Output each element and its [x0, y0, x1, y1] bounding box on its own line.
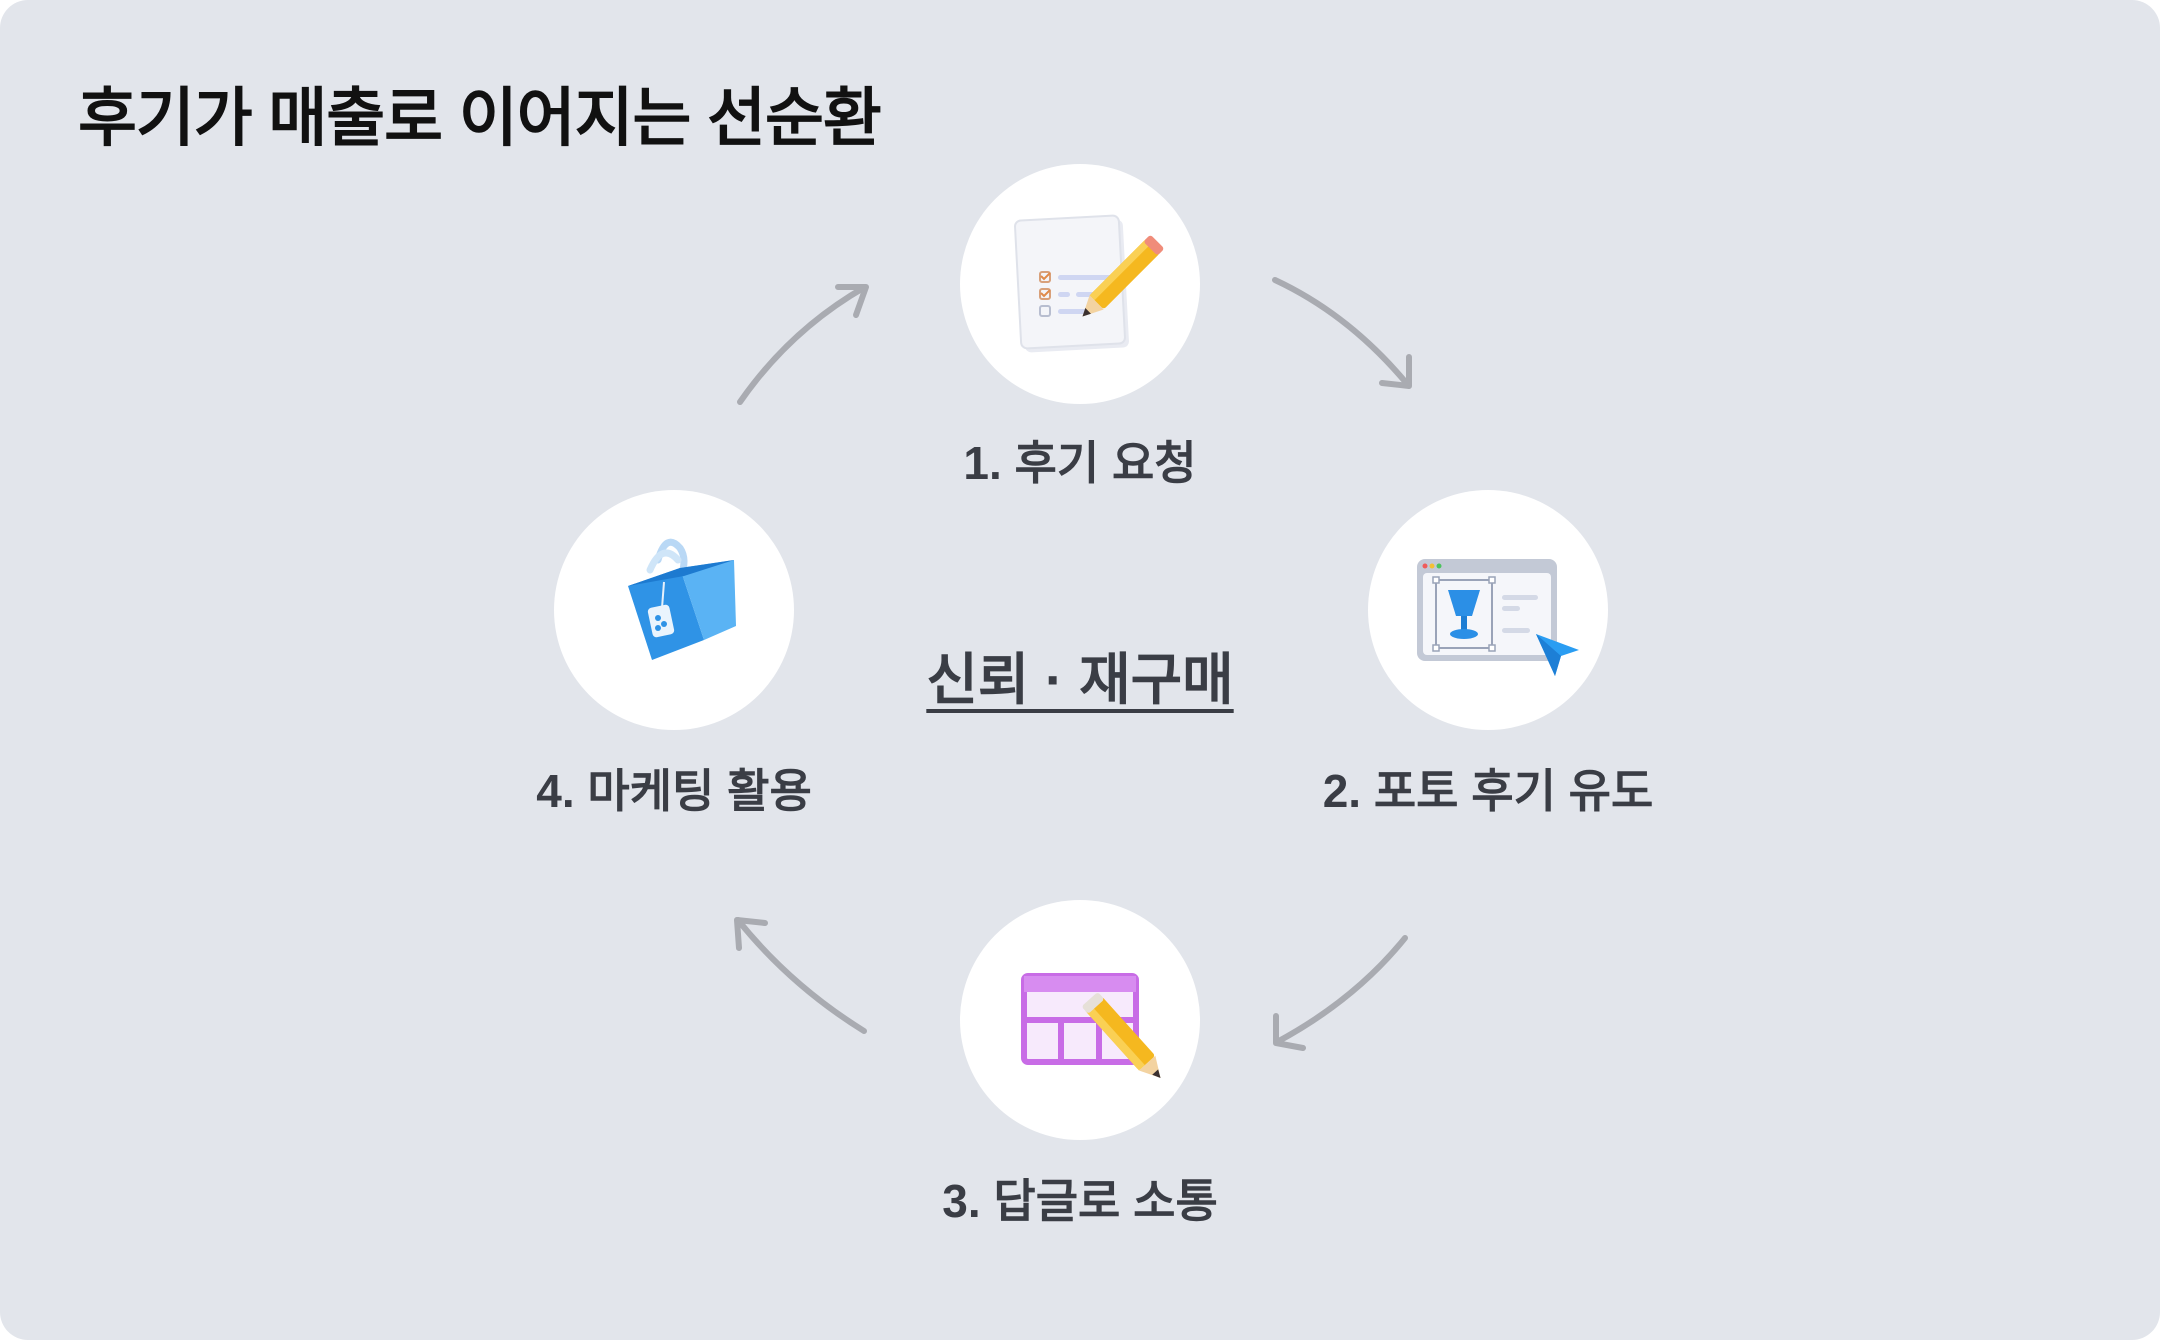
- step3-label: 3. 답글로 소통: [942, 1175, 1218, 1227]
- arrow-step3-to-step4: [735, 917, 867, 1034]
- step3-circle: [960, 900, 1200, 1140]
- step1-circle: [960, 164, 1200, 404]
- checklist-pencil-icon: [1014, 214, 1164, 353]
- arrow-step2-to-step3: [1274, 935, 1408, 1045]
- step1-label: 1. 후기 요청: [963, 437, 1197, 489]
- shopping-bag-icon: [628, 538, 736, 660]
- arrow-step4-to-step1: [737, 284, 868, 405]
- step4-label: 4. 마케팅 활용: [536, 765, 812, 817]
- arrow-head-step1-to-step2: [1379, 354, 1412, 389]
- arrow-head-step4-to-step1: [835, 284, 869, 318]
- arrow-step1-to-step2: [1272, 277, 1411, 388]
- step4-circle: [554, 490, 794, 730]
- photo-editor-cursor-icon: [1417, 559, 1579, 676]
- step2-label: 2. 포토 후기 유도: [1322, 765, 1654, 817]
- step2-circle: [1368, 490, 1608, 730]
- arrow-head-step2-to-step3: [1273, 1013, 1306, 1051]
- page-title: 후기가 매출로 이어지는 선순환: [78, 82, 882, 154]
- center-label: 신뢰 · 재구매: [926, 648, 1234, 711]
- arrow-head-step3-to-step4: [734, 917, 768, 951]
- table-pencil-icon: [1021, 973, 1161, 1078]
